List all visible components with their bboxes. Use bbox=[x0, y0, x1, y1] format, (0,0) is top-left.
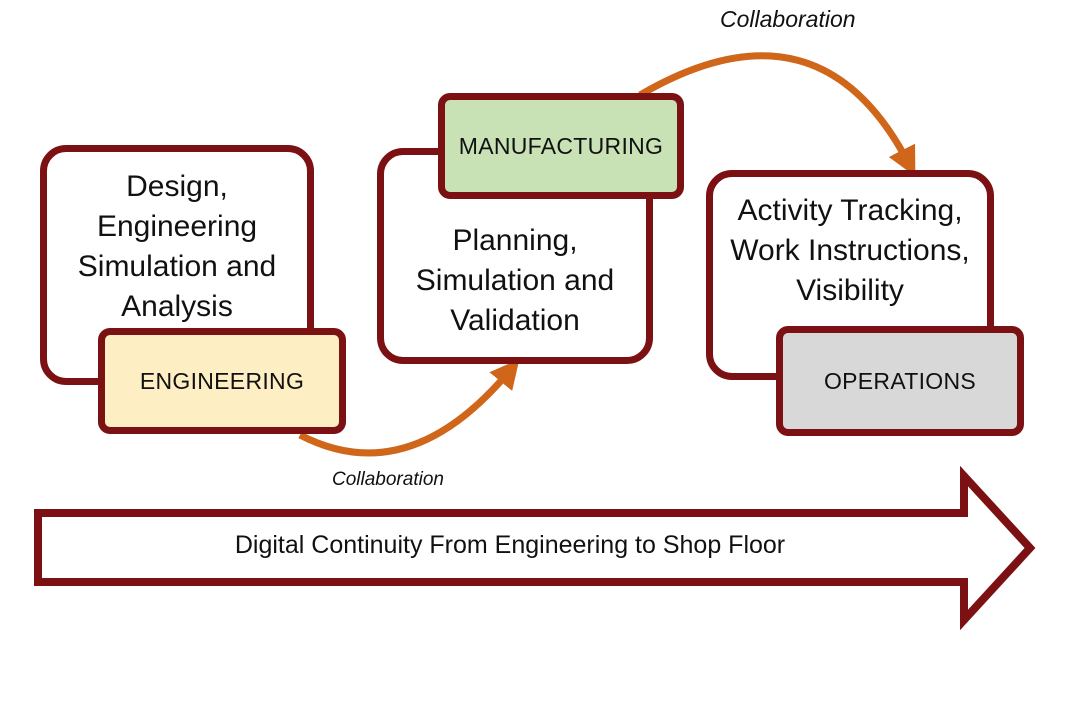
operations-description-line: Work Instructions, bbox=[730, 234, 970, 267]
manufacturing-description: Planning, Simulation and Validation bbox=[384, 221, 646, 341]
continuity-arrow-label: Digital Continuity From Engineering to S… bbox=[234, 531, 786, 559]
engineering-tag: ENGINEERING bbox=[98, 328, 346, 434]
operations-description: Activity Tracking, Work Instructions, Vi… bbox=[713, 191, 987, 311]
engineering-description-line: Design, bbox=[126, 170, 228, 203]
collaboration-label-bottom: Collaboration bbox=[332, 469, 444, 490]
operations-description-line: Activity Tracking, bbox=[737, 194, 963, 227]
engineering-description-line: Analysis bbox=[121, 290, 233, 323]
manufacturing-tag: MANUFACTURING bbox=[438, 93, 684, 199]
manufacturing-description-line: Simulation and bbox=[415, 264, 615, 297]
operations-description-line: Visibility bbox=[796, 274, 904, 307]
manufacturing-description-line: Validation bbox=[450, 304, 580, 337]
engineering-description-line: Simulation and bbox=[77, 250, 277, 283]
manufacturing-description-line: Planning, bbox=[452, 224, 578, 257]
collaboration-label-top: Collaboration bbox=[720, 6, 856, 32]
engineering-description-line: Engineering bbox=[96, 210, 258, 243]
collaboration-arrow-lower bbox=[298, 358, 520, 457]
continuity-arrow-shape bbox=[34, 465, 1036, 631]
collaboration-arrow-upper bbox=[638, 52, 916, 177]
engineering-description: Design, Engineering Simulation and Analy… bbox=[47, 167, 307, 327]
operations-tag: OPERATIONS bbox=[776, 326, 1024, 436]
